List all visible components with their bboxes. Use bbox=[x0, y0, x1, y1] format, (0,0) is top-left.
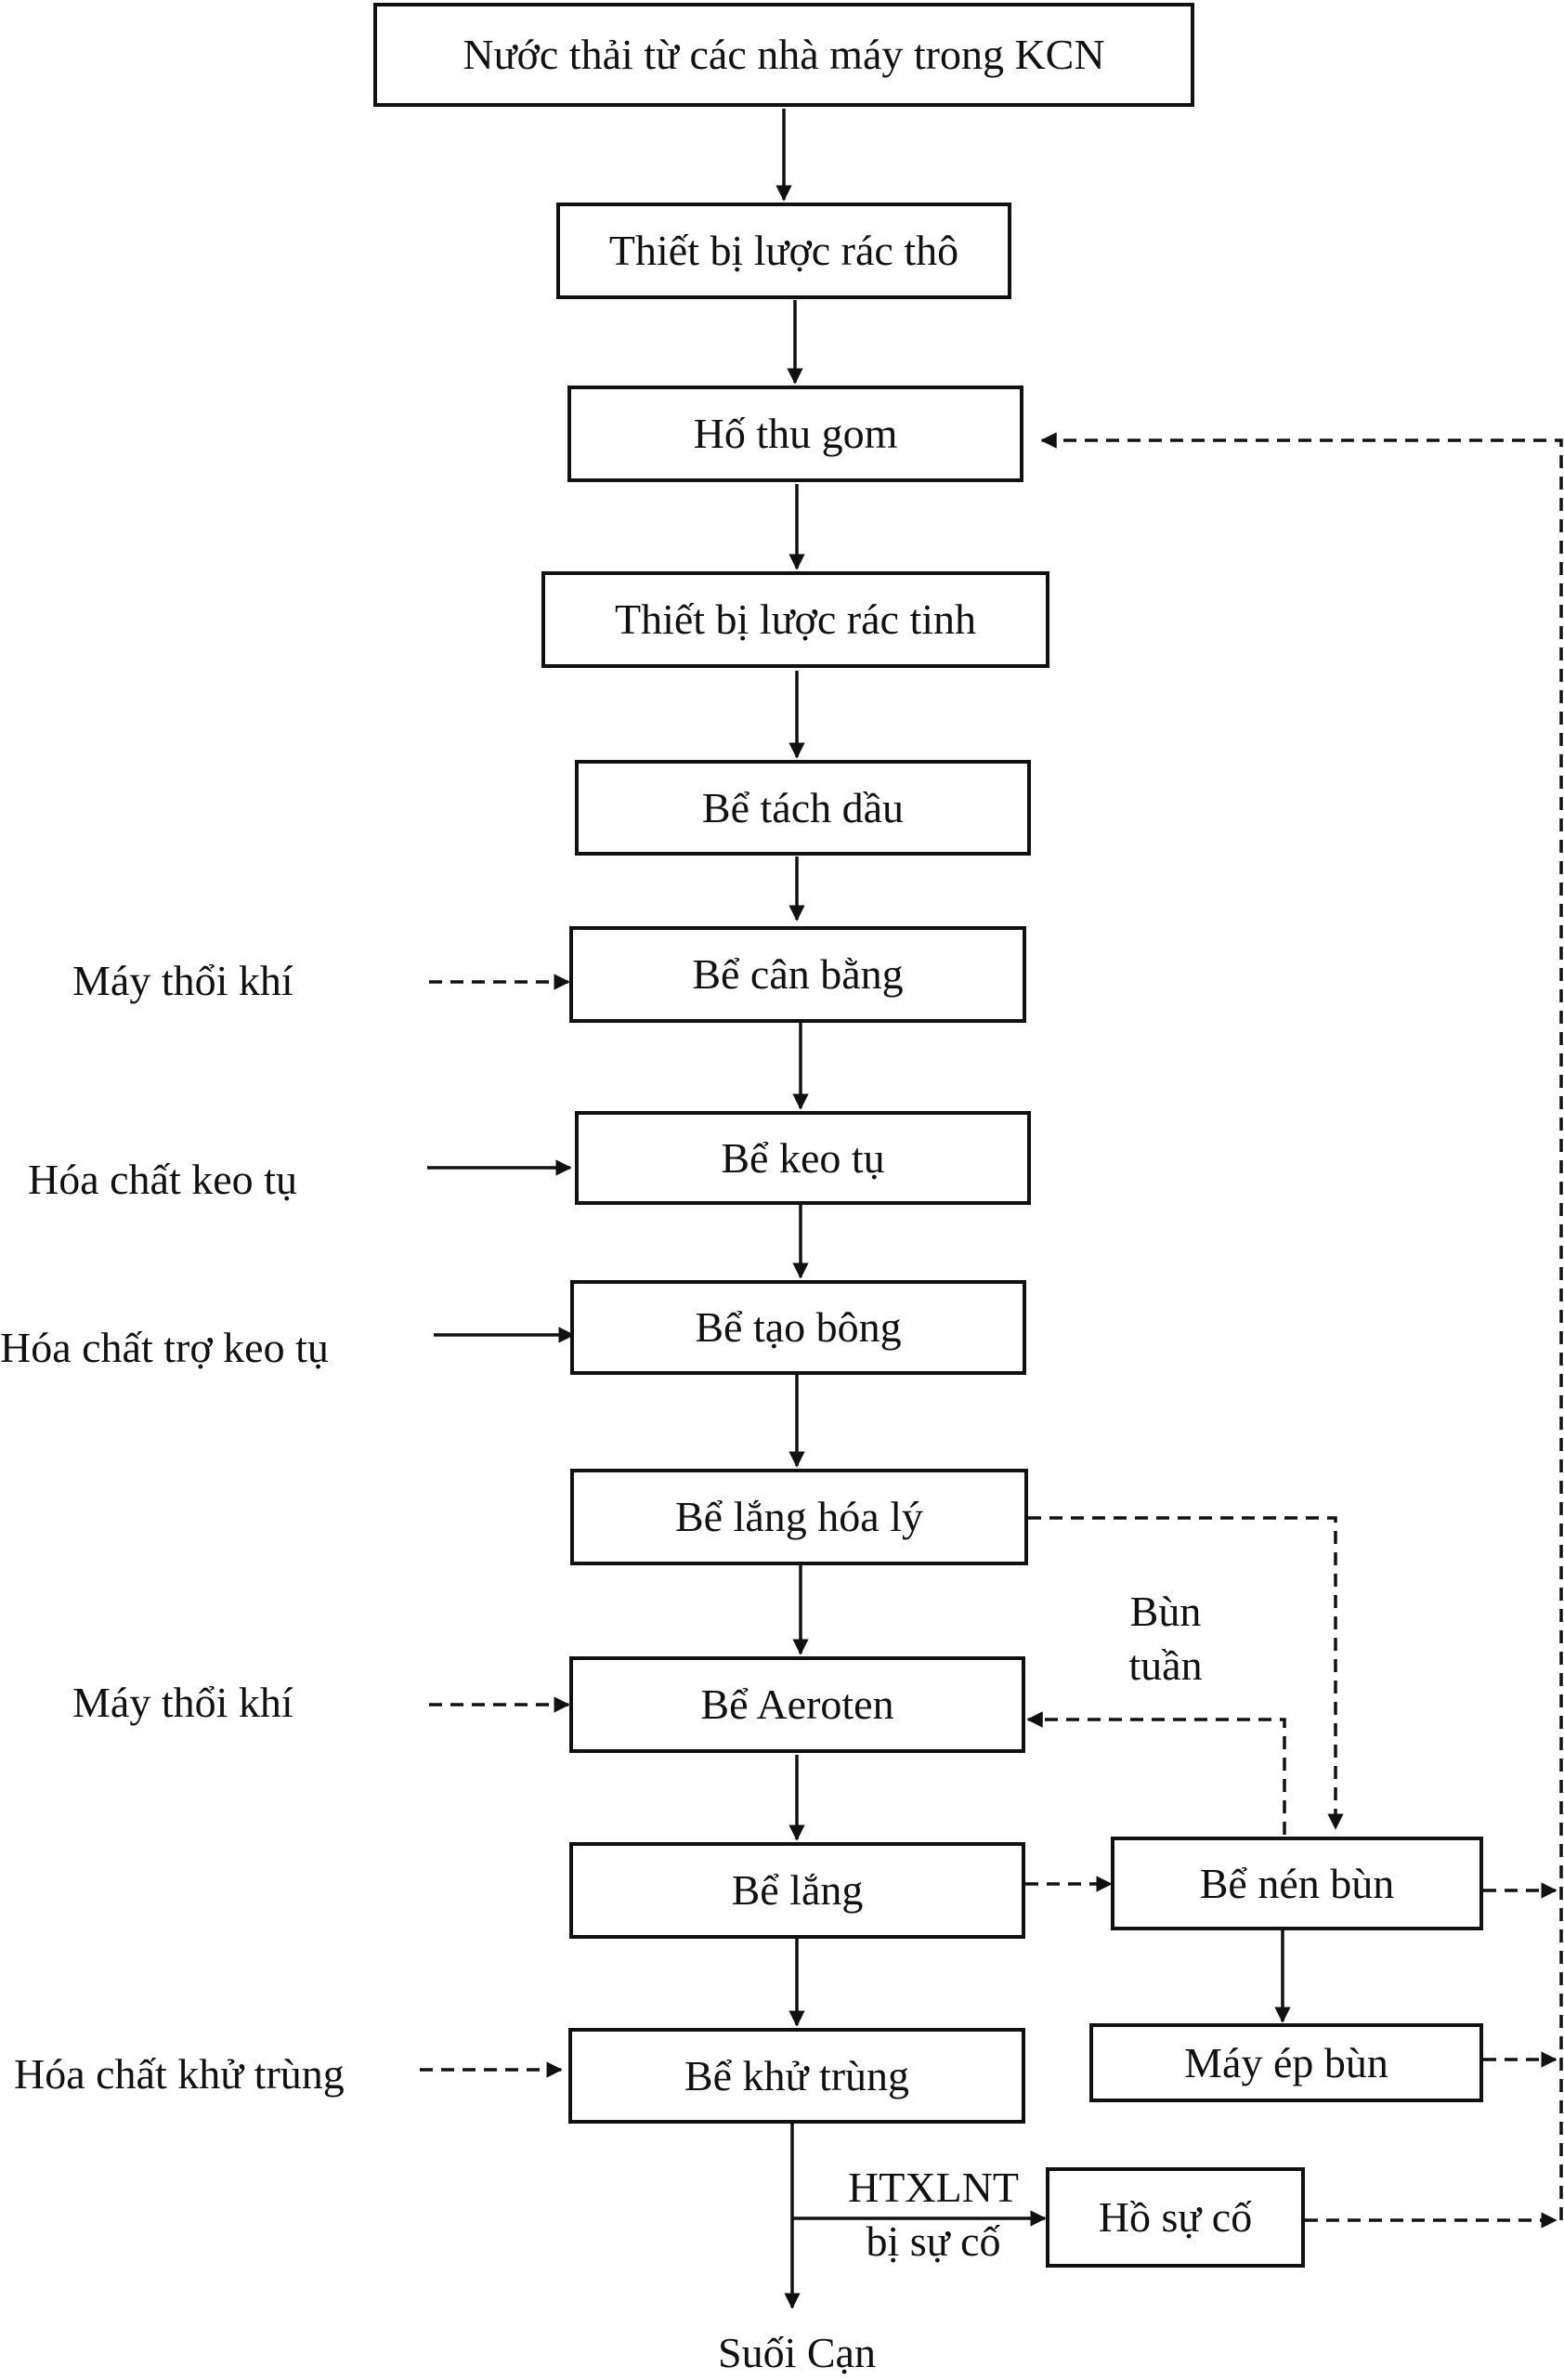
sludge-thickener-box: Bể nén bùn bbox=[1111, 1837, 1483, 1930]
failure-label-line-2: bị sự cố bbox=[866, 2217, 1001, 2265]
emergency-pond-box: Hồ sự cố bbox=[1046, 2167, 1305, 2268]
failure-label-line-1: HTXLNT bbox=[848, 2164, 1019, 2211]
chem-sludge-line bbox=[1028, 1516, 1344, 1830]
oil-separator-box: Bể tách dầu bbox=[575, 760, 1031, 856]
blower-1-label: Máy thổi khí bbox=[72, 957, 293, 1004]
disinfection-box: Bể khử trùng bbox=[568, 2028, 1025, 2124]
equalization-box: Bể cân bằng bbox=[569, 926, 1026, 1023]
coagulant-label: Hóa chất keo tụ bbox=[28, 1156, 297, 1203]
sludge-press-box: Máy ép bùn bbox=[1089, 2023, 1483, 2102]
flocculation-box: Bể tạo bông bbox=[570, 1280, 1026, 1375]
settling-box: Bể lắng bbox=[569, 1842, 1025, 1939]
fine-screen-box: Thiết bị lược rác tinh bbox=[541, 571, 1049, 668]
blower-2-label: Máy thổi khí bbox=[72, 1679, 293, 1726]
return-sludge-label-line-1: Bùn bbox=[1129, 1588, 1202, 1635]
return-sludge-line bbox=[1026, 1711, 1286, 1835]
return-sludge-label-line-2: tuần bbox=[1128, 1641, 1203, 1689]
chem-settling-box: Bể lắng hóa lý bbox=[570, 1469, 1028, 1565]
coarse-screen-box: Thiết bị lược rác thô bbox=[556, 203, 1011, 299]
return-sludge-label: Bùn tuần bbox=[1110, 1585, 1221, 1692]
coagulation-box: Bể keo tụ bbox=[575, 1111, 1031, 1205]
failure-label: HTXLNT bị sự cố bbox=[831, 2161, 1036, 2268]
source-box: Nước thải từ các nhà máy trong KCN bbox=[373, 3, 1194, 107]
collection-pit-box: Hố thu gom bbox=[567, 386, 1023, 482]
aerotank-box: Bể Aeroten bbox=[569, 1656, 1025, 1753]
disinfectant-label: Hóa chất khử trùng bbox=[14, 2050, 345, 2098]
return-main-line bbox=[1040, 432, 1563, 2220]
outlet-label: Suối Cạn bbox=[718, 2329, 876, 2376]
coagulant-aid-label: Hóa chất trợ keo tụ bbox=[0, 1324, 329, 1371]
